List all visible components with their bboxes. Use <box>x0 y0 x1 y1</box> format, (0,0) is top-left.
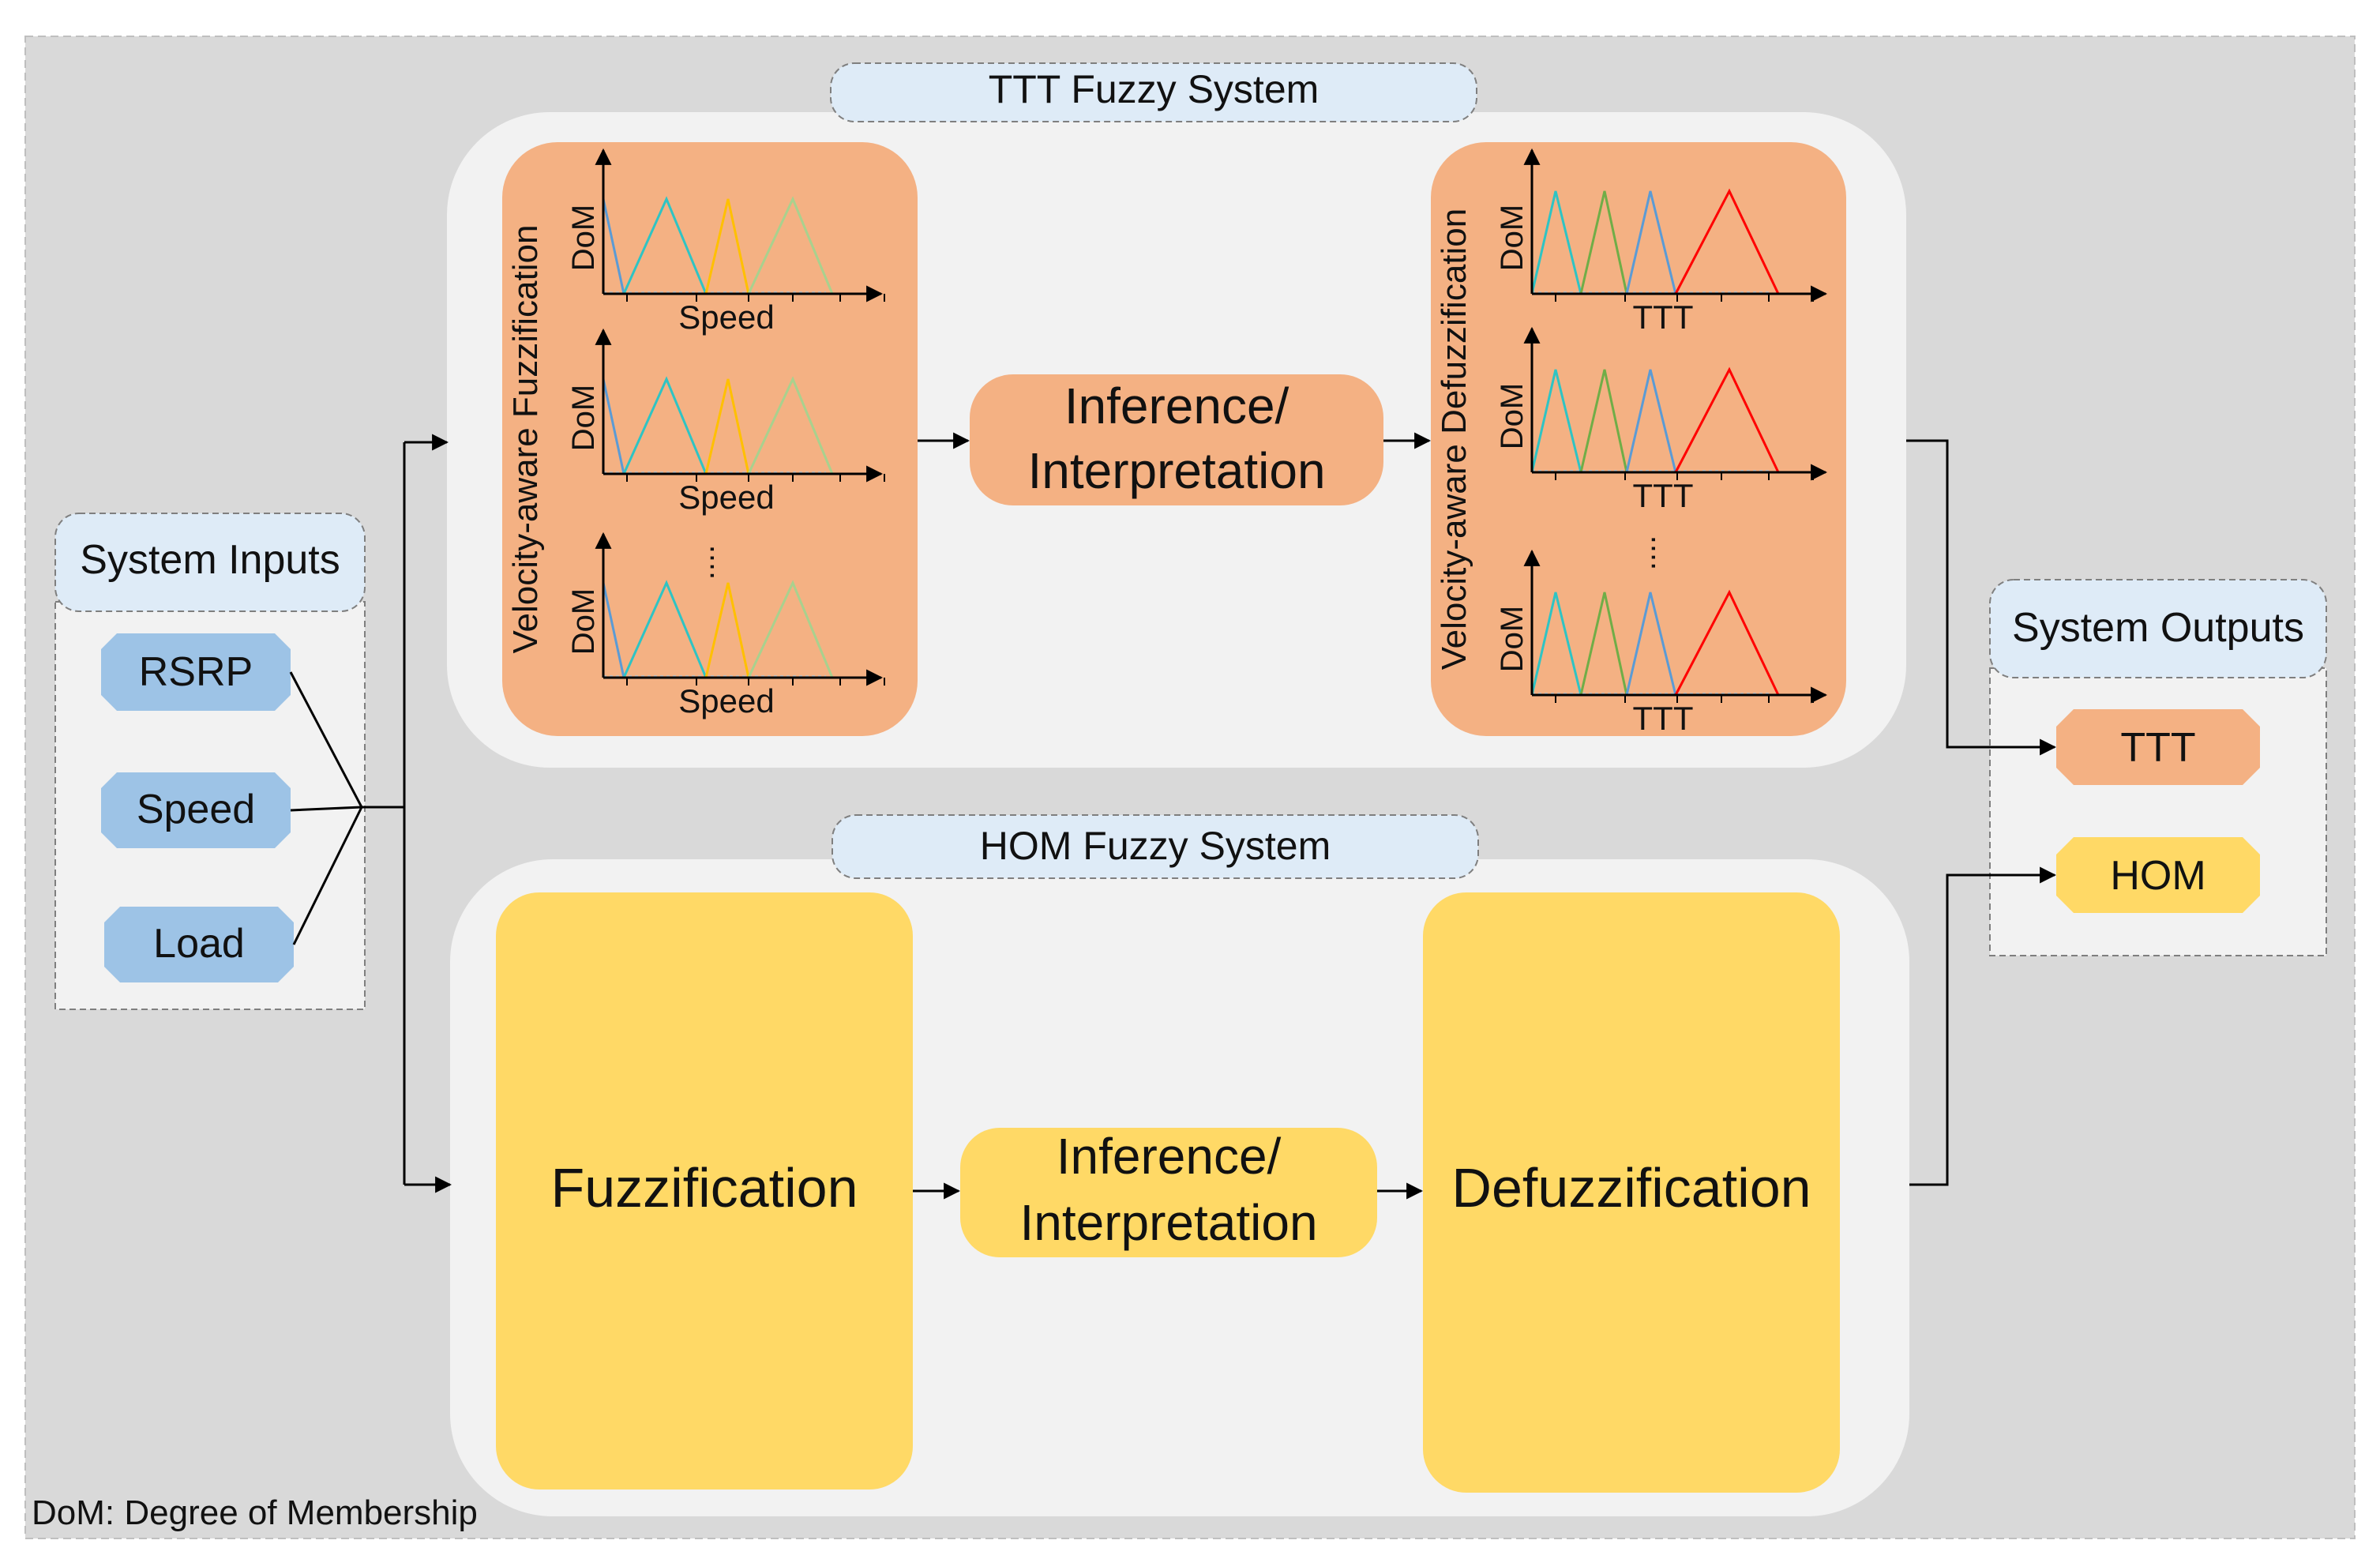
membership-function-2 <box>622 580 708 678</box>
input-connectors <box>289 434 452 1193</box>
membership-function-4 <box>1674 366 1780 473</box>
membership-function-4 <box>747 580 834 678</box>
velocity-fuzzification-label: Velocity-aware Fuzzification <box>506 225 545 654</box>
input-speed-label: Speed <box>137 787 255 832</box>
hom-inference-line1: Inference/ <box>1057 1128 1282 1185</box>
dom-axis-label: DoM <box>566 588 601 655</box>
membership-function-4 <box>747 196 834 295</box>
dom-axis-label: DoM <box>566 205 601 271</box>
dom-axis-label: DoM <box>566 385 601 451</box>
ttt-inference-line2: Interpretation <box>1027 442 1325 499</box>
dom-axis-label: DoM <box>1495 205 1530 271</box>
input-rsrp-label: RSRP <box>139 649 253 695</box>
dom-axis-label: DoM <box>1495 606 1530 672</box>
ttt-plot-3: DoM TTT <box>1495 549 1828 737</box>
hom-title-pill <box>831 814 1479 879</box>
x-axis-label: Speed <box>678 299 774 336</box>
membership-function-2 <box>1579 592 1628 696</box>
internal-flow-arrows <box>913 432 1432 1200</box>
membership-function-1 <box>602 378 625 475</box>
ttt-defuzzification-block <box>1431 142 1846 736</box>
membership-function-3 <box>1625 369 1677 473</box>
membership-function-2 <box>1579 369 1628 473</box>
ttt-plot-2: DoM TTT <box>1495 326 1828 514</box>
speed-plot-1: DoM Speed <box>566 148 885 336</box>
hom-fuzzification-block <box>496 892 913 1490</box>
membership-function-1 <box>602 198 625 295</box>
membership-function-1 <box>1530 369 1582 473</box>
system-outputs-title: System Outputs <box>2012 605 2304 651</box>
velocity-defuzzification-label: Velocity-aware Defuzzification <box>1435 208 1473 670</box>
x-axis-label: TTT <box>1633 299 1694 336</box>
hom-fuzzification-label: Fuzzification <box>550 1157 858 1219</box>
system-inputs-title: System Inputs <box>80 537 340 583</box>
hom-defuzzification-block <box>1423 892 1840 1493</box>
hom-system-title: HOM Fuzzy System <box>980 824 1331 868</box>
membership-function-1 <box>1530 190 1582 295</box>
x-axis-label: Speed <box>678 682 774 719</box>
output-connectors <box>1906 439 2057 1186</box>
ttt-inference-line1: Inference/ <box>1064 378 1289 434</box>
membership-function-2 <box>1579 190 1628 295</box>
ttt-plot-1: DoM TTT <box>1495 148 1828 336</box>
input-rsrp-node <box>101 633 291 711</box>
dom-axis-label: DoM <box>1495 383 1530 449</box>
input-speed-node <box>101 772 291 848</box>
footnote: DoM: Degree of Membership <box>32 1493 478 1532</box>
output-hom-label: HOM <box>2110 853 2205 899</box>
membership-function-4 <box>1674 188 1780 295</box>
input-load-label: Load <box>153 921 245 967</box>
ttt-inference-block <box>970 374 1383 505</box>
output-ttt-label: TTT <box>2120 725 2195 771</box>
membership-function-3 <box>704 198 750 295</box>
ttt-fuzzification-block <box>502 142 918 736</box>
membership-function-1 <box>1530 592 1582 696</box>
membership-function-3 <box>704 378 750 475</box>
hom-defuzzification-label: Defuzzification <box>1451 1157 1811 1219</box>
membership-function-3 <box>1625 190 1677 295</box>
membership-function-4 <box>747 376 834 475</box>
x-axis-label: TTT <box>1633 477 1694 514</box>
speed-plot-2: DoM Speed <box>566 328 885 516</box>
input-load-node <box>104 907 294 982</box>
system-inputs-title-pill <box>54 513 366 612</box>
membership-function-3 <box>704 582 750 678</box>
ttt-title-pill <box>830 62 1477 122</box>
membership-function-4 <box>1674 589 1780 696</box>
hom-inference-block <box>960 1128 1377 1257</box>
defuzzification-membership-plots: DoM TTT DoM TTT DoM TTT <box>1495 148 1828 737</box>
fuzzification-ellipsis: .... <box>686 545 721 580</box>
membership-function-2 <box>622 196 708 295</box>
membership-function-3 <box>1625 592 1677 696</box>
membership-function-2 <box>622 376 708 475</box>
speed-plot-3: DoM Speed <box>566 532 885 719</box>
hom-inference-line2: Interpretation <box>1019 1194 1317 1251</box>
output-ttt-node <box>2056 709 2260 785</box>
membership-function-1 <box>602 582 625 678</box>
defuzzification-ellipsis: .... <box>1627 535 1662 570</box>
x-axis-label: TTT <box>1633 700 1694 737</box>
ttt-system-title: TTT Fuzzy System <box>989 67 1320 111</box>
output-hom-node <box>2056 837 2260 913</box>
x-axis-label: Speed <box>678 479 774 516</box>
system-outputs-title-pill <box>1989 579 2327 678</box>
